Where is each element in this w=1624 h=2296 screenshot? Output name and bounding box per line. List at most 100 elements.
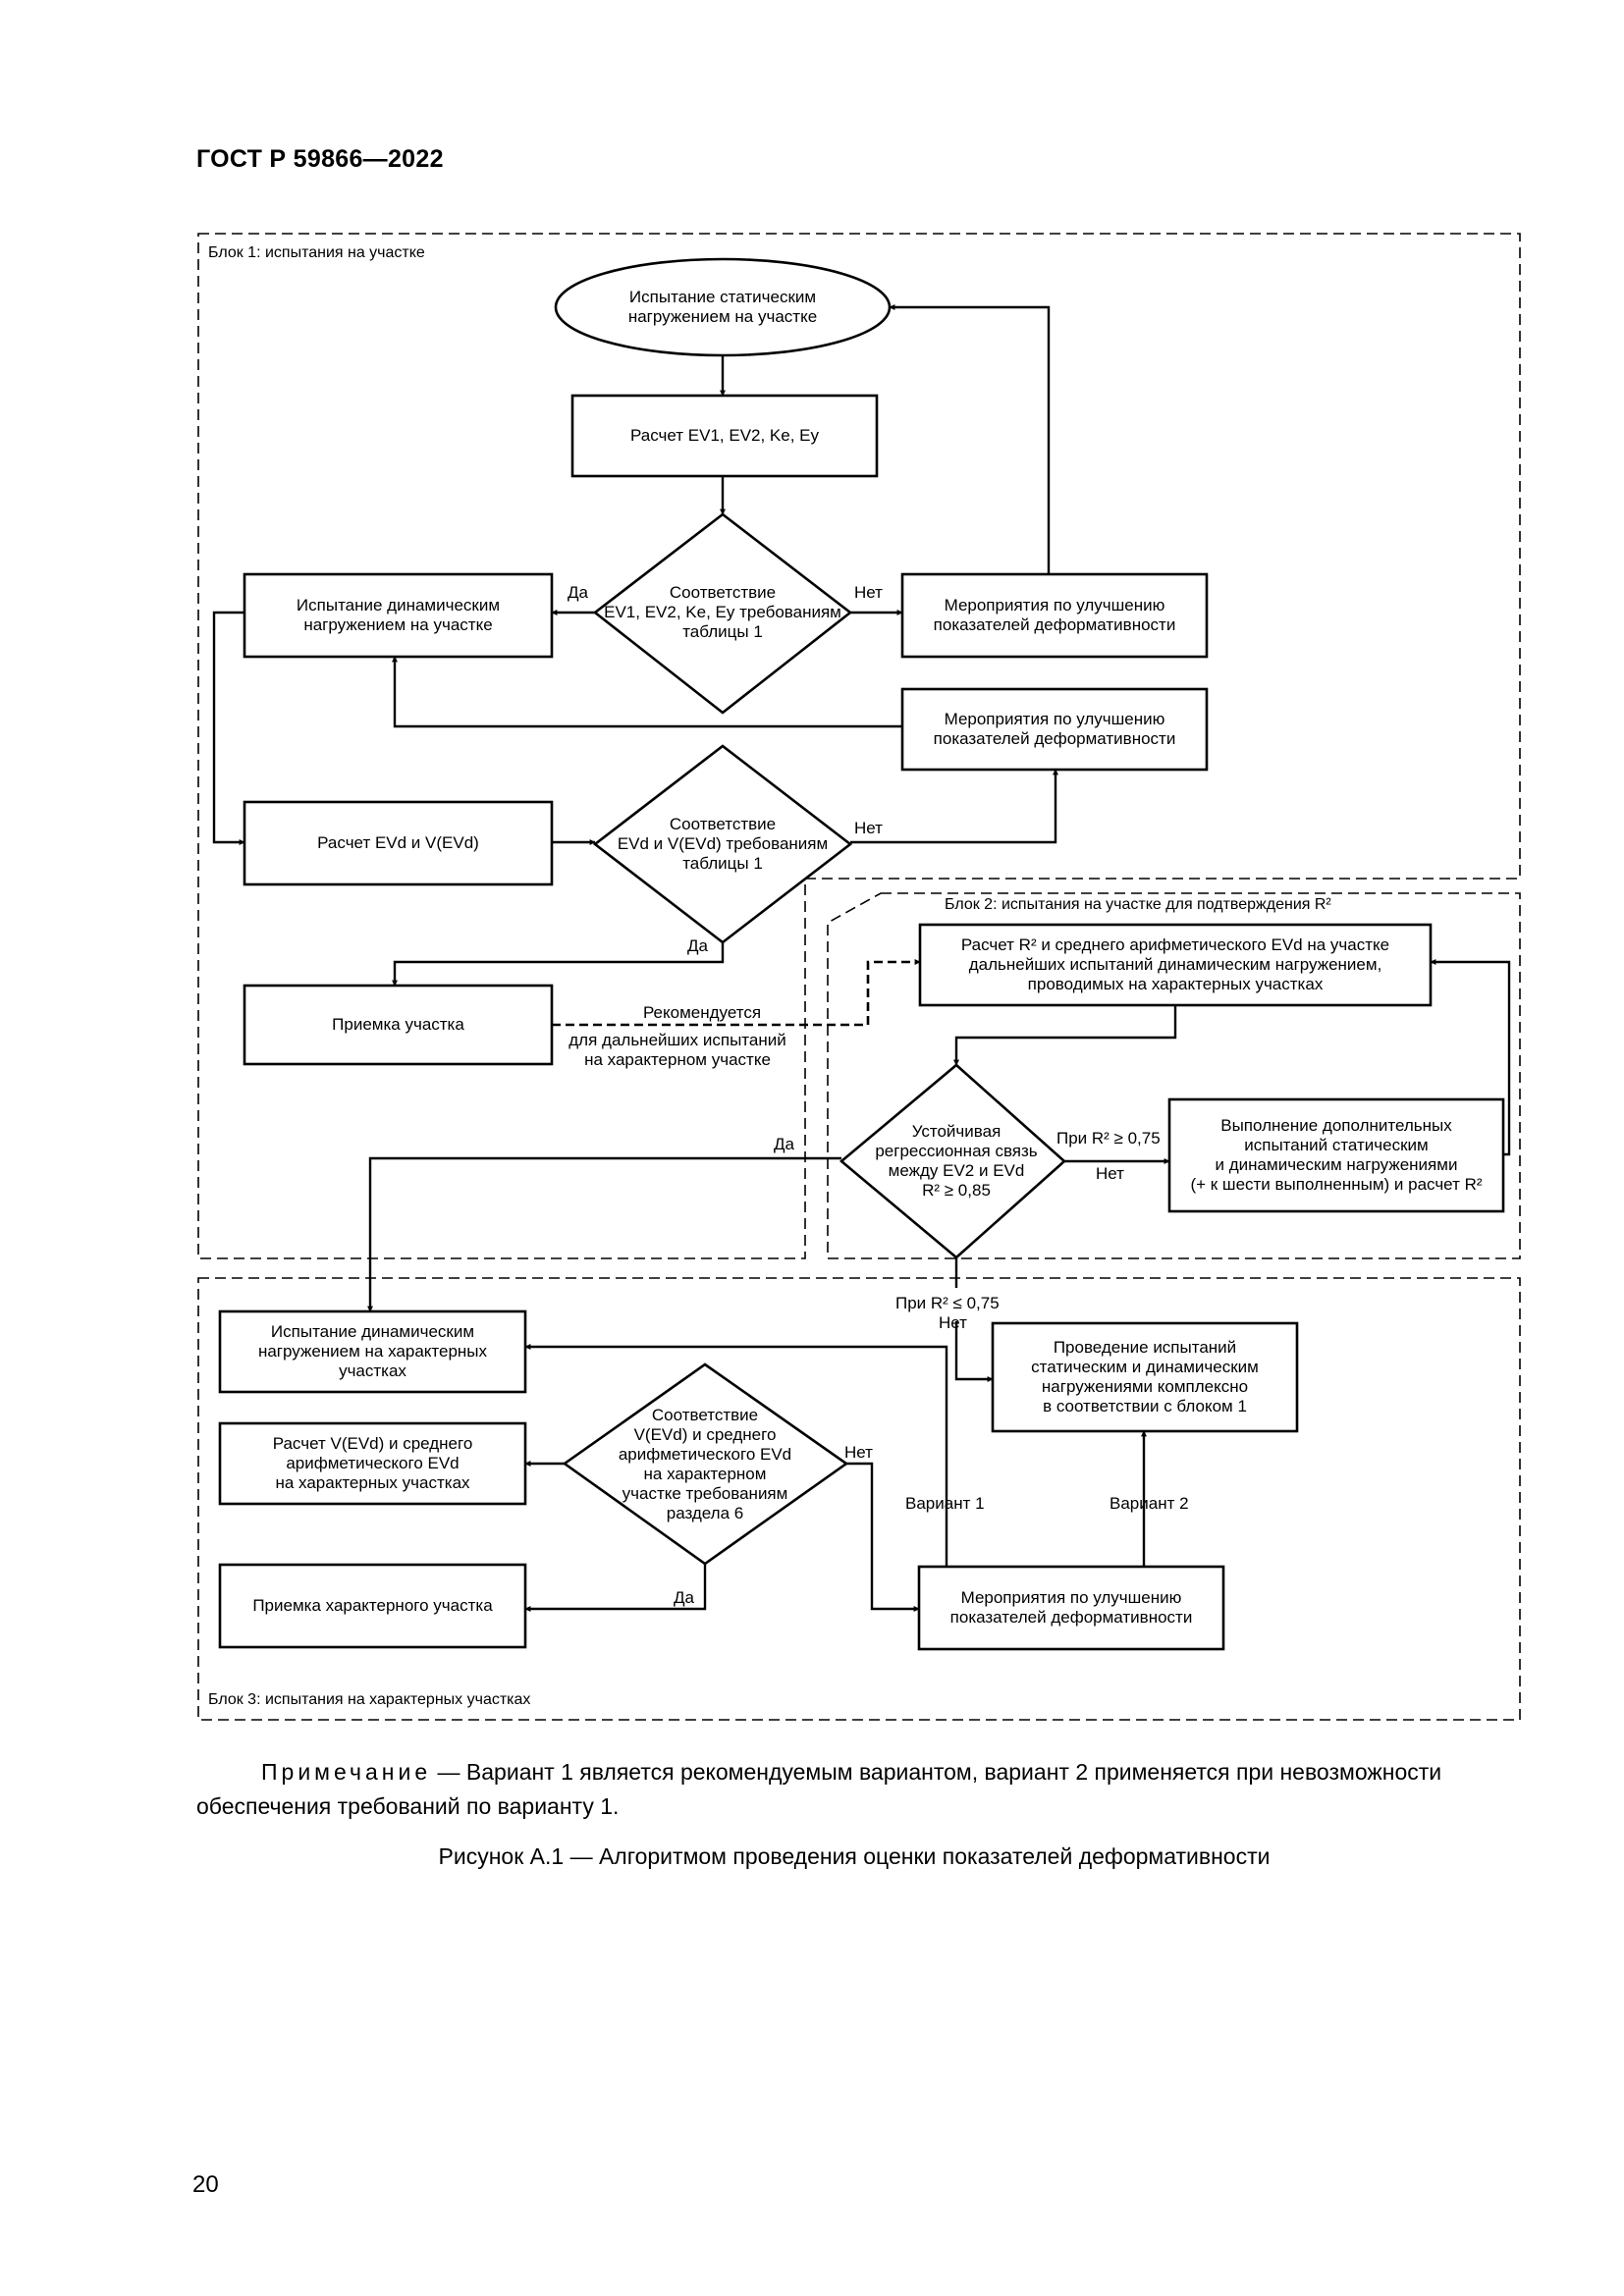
- improve1-box: [900, 572, 1209, 659]
- note-text: — Вариант 1 является рекомендуемым вариа…: [196, 1759, 1442, 1819]
- text-line: нагружениями комплексно: [1041, 1377, 1249, 1396]
- text-line: R² ≥ 0,85: [922, 1181, 991, 1200]
- text-line: на характерных участках: [275, 1473, 470, 1492]
- doc-header: ГОСТ Р 59866—2022: [196, 145, 444, 173]
- edge-label-recommend: Рекомендуется: [642, 1003, 762, 1022]
- text-line: (+ к шести выполненным) и расчет R²: [1190, 1175, 1483, 1194]
- complex-box: [991, 1321, 1299, 1433]
- edge-label-no3b-top: При R² ≤ 0,75: [895, 1294, 1000, 1312]
- text-line: таблицы 1: [682, 622, 763, 641]
- edge-label-yes4: Да: [674, 1588, 694, 1607]
- block2-frame: [827, 892, 1521, 1259]
- edge-label-yes2: Да: [687, 936, 708, 955]
- text-line: Мероприятия по улучшению: [944, 596, 1165, 614]
- text-line: нагружением на участке: [303, 615, 493, 634]
- text-line: Расчет R² и среднего арифметического EVd…: [960, 935, 1390, 954]
- text-line: таблицы 1: [682, 854, 763, 873]
- text-line: и динамическим нагружениями: [1215, 1155, 1458, 1174]
- edge-dec2-improve2: [850, 769, 1058, 844]
- edge-dyn1-calc2: [212, 611, 245, 845]
- text-line: участках: [339, 1362, 406, 1380]
- text-line: Приемка характерного участка: [252, 1596, 493, 1615]
- edge-accept1-calcR2-dashed: [552, 959, 921, 1027]
- accept1-node: Приемка участка: [244, 986, 552, 1064]
- calc1-node: Расчет EV1, EV2, Ke, Ey: [572, 396, 877, 476]
- edge-dec2-accept1: [392, 942, 725, 987]
- block1-label: Блок 1: испытания на участке: [208, 244, 425, 261]
- text-line: дальнейших испытаний динамическим нагруж…: [968, 955, 1382, 974]
- edge-improve3-dyn3: [524, 1344, 948, 1567]
- accept1-box: [243, 984, 554, 1066]
- figure-note: Примечание — Вариант 1 является рекоменд…: [196, 1755, 1512, 1824]
- text-line: Устойчивая: [911, 1122, 1001, 1141]
- edge-label-no2: Нет: [854, 819, 883, 837]
- edge-label-no3-bottom: Нет: [1096, 1164, 1124, 1183]
- connectors: [212, 304, 1511, 1612]
- edge-label-no1: Нет: [854, 583, 883, 602]
- block2-label: Блок 2: испытания на участке для подтвер…: [945, 896, 1331, 913]
- text-line: Приемка участка: [332, 1015, 464, 1034]
- text-line: Испытание динамическим: [270, 1322, 475, 1341]
- improve2-box: [900, 687, 1209, 772]
- edge-dec3-dyn3: [367, 1156, 841, 1312]
- text-line: Соответствие: [669, 583, 777, 602]
- edge-label-no3-top: При R² ≥ 0,75: [1056, 1129, 1161, 1148]
- text-line: проводимых на характерных участках: [1027, 975, 1324, 993]
- calcR2-node: Расчет R² и среднего арифметического EVd…: [920, 925, 1431, 1005]
- text-line: регрессионная связь: [875, 1142, 1038, 1160]
- text-line: Проведение испытаний: [1053, 1338, 1237, 1357]
- text-line: Соответствие: [651, 1406, 759, 1424]
- edge-dec4-accept3: [524, 1564, 707, 1612]
- dec1-diamond: [592, 512, 853, 715]
- edge-improve2-dyn1: [392, 656, 902, 728]
- edge-label-no3b-bottom: Нет: [939, 1313, 967, 1332]
- text-line: Соответствие: [669, 815, 777, 833]
- text-line: Выполнение дополнительных: [1220, 1116, 1452, 1135]
- note-prefix: Примечание: [261, 1759, 432, 1785]
- page-number: 20: [192, 2171, 219, 2198]
- block3-label: Блок 3: испытания на характерных участка…: [208, 1691, 531, 1708]
- dyn3-box: [218, 1309, 527, 1394]
- dyn1-box: [243, 572, 554, 659]
- edge-label-variant1: Вариант 1: [905, 1494, 985, 1513]
- text-line: на характерном участке: [584, 1050, 771, 1069]
- edge-dec4-improve3: [846, 1462, 920, 1612]
- calc3-box: [218, 1421, 527, 1506]
- text-line: между EV2 и EVd: [888, 1161, 1025, 1180]
- edge-extra-calcR2: [1430, 959, 1511, 1156]
- text-line: Расчет EV1, EV2, Ke, Ey: [629, 426, 820, 445]
- text-line: показателей деформативности: [933, 729, 1176, 748]
- text-line: показателей деформативности: [949, 1608, 1193, 1627]
- shapes: [218, 257, 1505, 1651]
- text-line: нагружением на участке: [627, 307, 818, 326]
- text-line: Расчет EVd и V(EVd): [317, 833, 479, 852]
- text-line: Испытание динамическим: [296, 596, 501, 614]
- edge-label-yes3: Да: [774, 1135, 794, 1153]
- text-line: Испытание статическим: [628, 288, 817, 306]
- edge-calcR2-dec3: [953, 1005, 1177, 1066]
- edge-dec3-complex: [954, 1257, 993, 1379]
- text-line: Расчет V(EVd) и среднего: [272, 1434, 473, 1453]
- text-line: для дальнейших испытаний: [568, 1031, 786, 1049]
- block3-frame: [197, 1277, 1521, 1721]
- text-line: Мероприятия по улучшению: [960, 1588, 1182, 1607]
- text-line: EV1, EV2, Ke, Ey требованиям: [604, 603, 841, 621]
- text-line: испытаний статическим: [1244, 1136, 1429, 1154]
- edge-label-yes1: Да: [568, 583, 588, 602]
- calc2-node: Расчет EVd и V(EVd): [244, 802, 552, 884]
- edge-label-variant2: Вариант 2: [1110, 1494, 1189, 1513]
- accept3-box: [218, 1563, 527, 1649]
- text-line: V(EVd) и среднего: [633, 1425, 777, 1444]
- text-line: Мероприятия по улучшению: [944, 710, 1165, 728]
